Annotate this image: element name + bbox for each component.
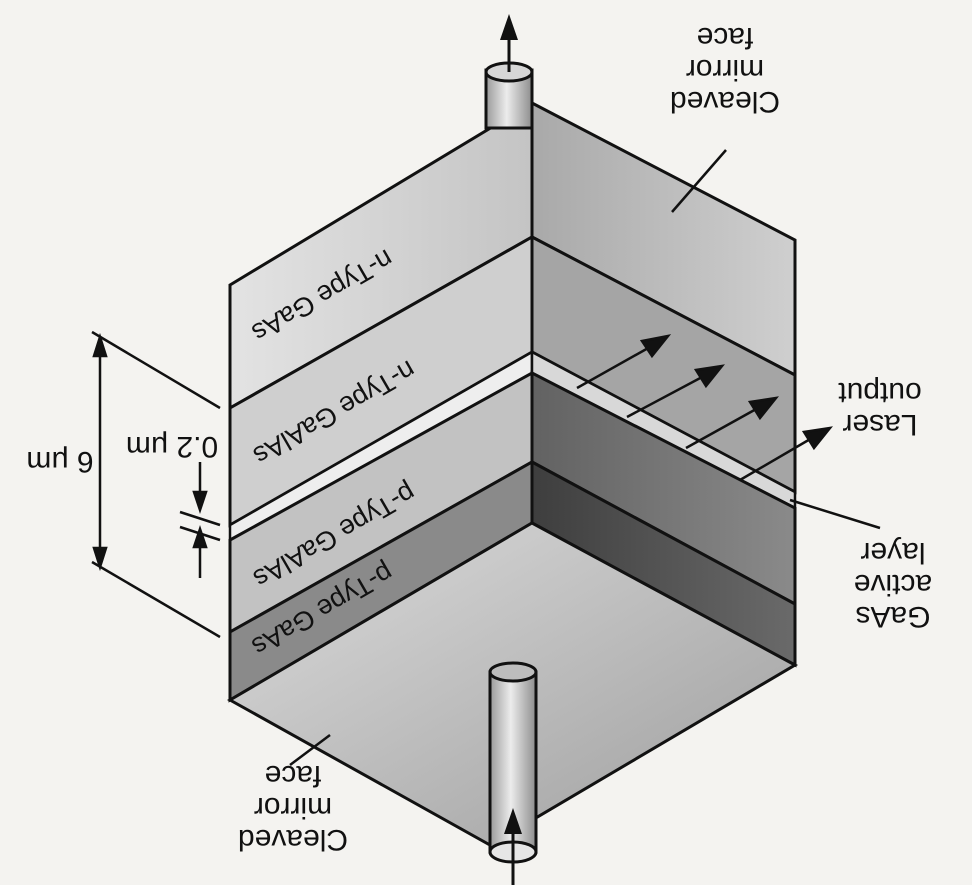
cleaved-bottom-line2: mirror (254, 791, 332, 824)
left-face (228, 100, 534, 703)
laser-output-line1: Laser (842, 408, 917, 441)
gaas-active-line1: GaAs (855, 600, 930, 633)
dim-active-label: 0.2 μm (126, 430, 218, 463)
callout-cleaved-top: Cleaved mirror face (670, 21, 780, 118)
cleaved-bottom-line1: Cleaved (238, 823, 348, 856)
cleaved-bottom-line3: face (265, 759, 322, 792)
laser-output-line2: output (838, 376, 922, 409)
contact-bottom (488, 661, 538, 885)
laser-output-arrows (576, 334, 833, 482)
callout-laser-output: Laser output (838, 376, 922, 441)
callout-cleaved-bottom: Cleaved mirror face (238, 759, 348, 856)
cleaved-top-line2: mirror (686, 53, 764, 86)
right-face (530, 100, 797, 668)
leader-lines (289, 149, 881, 766)
dim-total-label: 6 μm (26, 445, 93, 478)
gaas-active-line2: active (854, 568, 932, 601)
cleaved-top-line1: Cleaved (670, 85, 780, 118)
contact-top (484, 14, 534, 130)
cleaved-top-line3: face (697, 21, 754, 54)
dim-total: 6 μm (26, 445, 93, 478)
gaas-active-line3: layer (860, 536, 925, 569)
callout-gaas-active-layer: GaAs active layer (854, 536, 932, 633)
dim-active: 0.2 μm (126, 430, 218, 463)
dimension-markers (91, 330, 221, 639)
